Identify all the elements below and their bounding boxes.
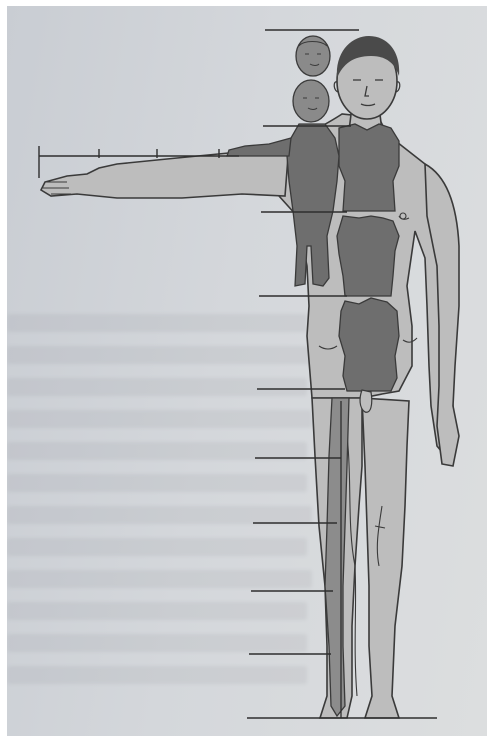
book-page [7,6,487,736]
genital-detail [360,390,372,412]
segment-block-1 [339,124,399,211]
adult-right-leg [362,398,409,718]
body-proportion-illustration [7,6,487,736]
child-head [293,80,329,122]
segment-stack [337,124,399,391]
segment-block-3 [339,298,399,391]
segment-block-2 [337,216,399,296]
child-arm [227,138,291,156]
